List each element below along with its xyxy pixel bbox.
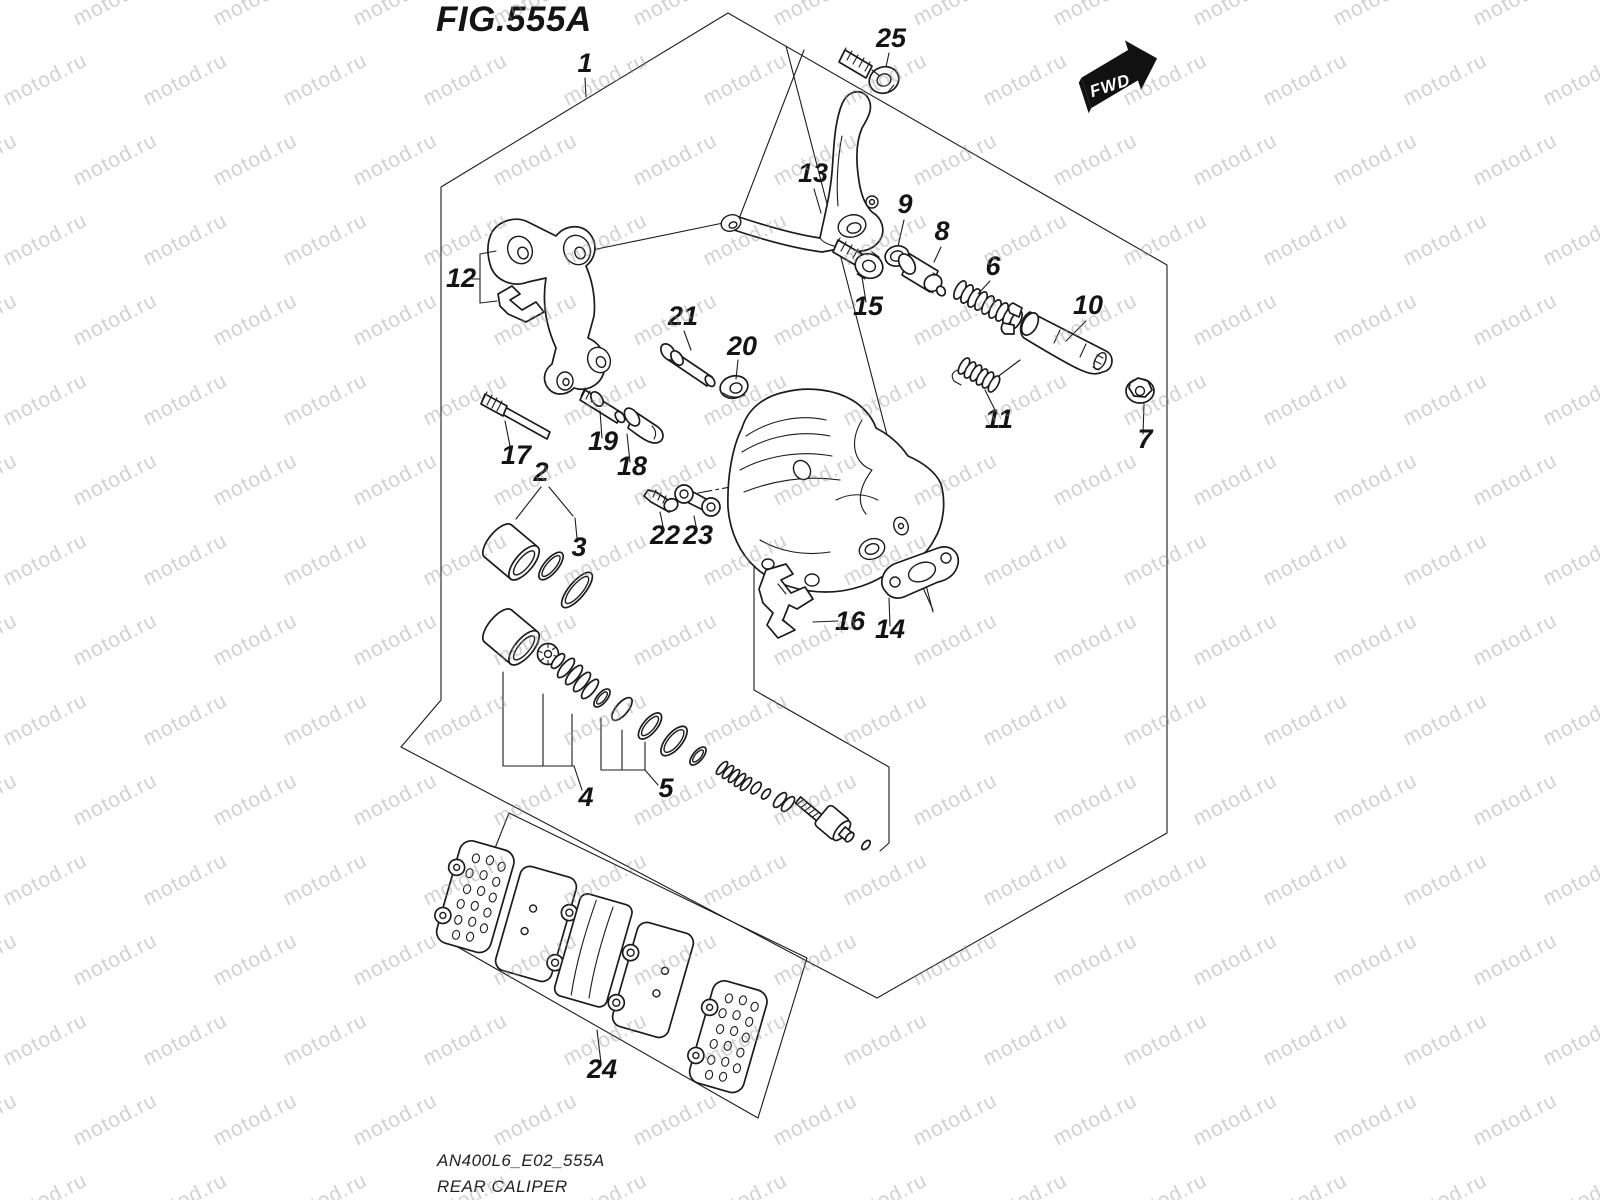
pad-shim-right: [687, 979, 768, 1094]
figure-title: FIG.555A: [436, 0, 592, 39]
adjuster-rod-assembly: [715, 760, 872, 851]
part-label-8: 8: [934, 216, 949, 246]
part-label-10: 10: [1073, 290, 1103, 320]
part-label-4: 4: [577, 782, 593, 812]
part-label-3: 3: [571, 532, 586, 562]
axis-line-left: [736, 49, 805, 225]
part-label-15: 15: [853, 291, 884, 321]
part-label-23: 23: [682, 520, 713, 550]
footer-block: AN400L6_E02_555A REAR CALIPER: [437, 1148, 605, 1199]
part-12-clip: [497, 285, 545, 323]
part-label-1: 1: [577, 48, 592, 78]
part-label-6: 6: [985, 251, 1001, 281]
footer-code: AN400L6_E02_555A: [437, 1151, 605, 1170]
part-16-pad-spring: [758, 563, 814, 639]
part-label-7: 7: [1137, 424, 1154, 454]
part-labels: 1 2 3 4 5 6 7 8 9 10 11 12 13 14 15 16 1…: [446, 23, 1155, 1084]
part-label-19: 19: [588, 426, 618, 456]
part-2-piston: [481, 523, 541, 581]
part-3-seals: [537, 551, 594, 609]
part-14-gasket: [881, 546, 960, 599]
bracket-axis-line: [591, 221, 729, 251]
part-13-lever: [720, 90, 884, 253]
part-label-12: 12: [446, 263, 476, 293]
part-label-21: 21: [667, 301, 698, 331]
fwd-arrow-shape: [1081, 40, 1158, 109]
part-10-sleeve: [1000, 302, 1113, 375]
part-label-9: 9: [897, 189, 912, 219]
leader-lines: [471, 52, 1145, 1064]
part-label-2: 2: [532, 457, 548, 487]
part-5-rings: [611, 696, 707, 766]
pad-friction-middle: [553, 893, 633, 1008]
pad-backplate-left: [494, 865, 579, 983]
part-label-25: 25: [875, 23, 907, 53]
part-11-spring: [951, 357, 1021, 393]
part-label-5: 5: [658, 773, 674, 803]
part-label-14: 14: [875, 614, 905, 644]
part-17-pin: [480, 391, 551, 440]
part-label-13: 13: [798, 158, 828, 188]
part-22-bleeder: [643, 489, 679, 513]
part-label-16: 16: [835, 606, 866, 636]
part-4-piston: [481, 608, 541, 666]
part-19-pin: [579, 387, 626, 424]
part-8-fitting: [897, 253, 947, 297]
pad-shim-left: [434, 839, 515, 954]
part-label-11: 11: [985, 404, 1013, 434]
part-label-24: 24: [586, 1054, 617, 1084]
part-4-adjuster-stack: [536, 642, 611, 708]
part-label-17: 17: [501, 440, 533, 470]
part-label-20: 20: [726, 331, 757, 361]
part-12-bracket: [486, 218, 612, 395]
caliper-body: [727, 388, 945, 593]
fwd-arrow: FWD: [1078, 40, 1158, 114]
pad-backplate-right: [607, 921, 695, 1039]
part-21-pin: [660, 343, 716, 388]
footer-name: REAR CALIPER: [437, 1176, 568, 1196]
part-23-link: [674, 484, 721, 517]
main-outline: [400, 12, 1168, 999]
part-20-boot: [719, 374, 749, 400]
part-15-bolt: [832, 237, 884, 280]
part-label-18: 18: [617, 451, 647, 481]
fwd-arrow-edge: [1078, 77, 1092, 114]
part-18-pin: [623, 407, 664, 444]
part-24-pad-set: [434, 839, 768, 1094]
part-label-22: 22: [649, 520, 680, 550]
part-25-bolt: [838, 47, 900, 95]
part-7-nut: [1125, 377, 1155, 404]
